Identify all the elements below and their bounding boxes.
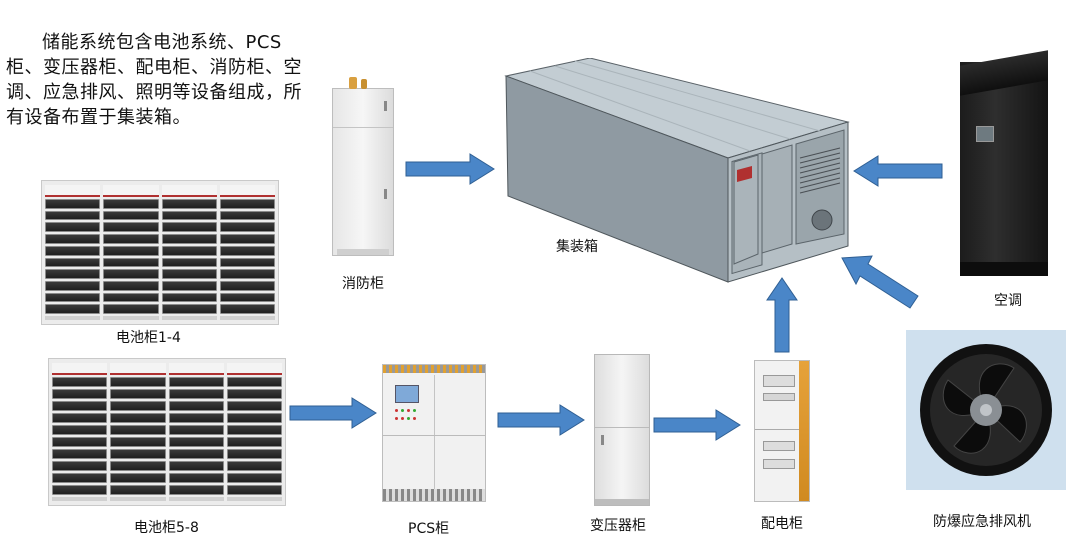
distribution-cabinet-label: 配电柜	[761, 516, 803, 532]
exhaust-fan	[906, 330, 1066, 490]
battery-rack-1-4	[41, 180, 279, 325]
container-label: 集装箱	[556, 239, 598, 255]
arrow-pcs-to-transformer	[497, 404, 585, 436]
fire-cabinet-label: 消防柜	[342, 276, 384, 292]
arrow-fan-to-container	[841, 255, 919, 309]
exhaust-fan-label: 防爆应急排风机	[933, 514, 1031, 530]
arrow-battery-to-pcs	[289, 397, 377, 429]
arrow-fire-to-container	[405, 153, 495, 185]
fire-cabinet	[332, 77, 394, 256]
arrow-ac-to-container	[853, 155, 943, 187]
intro-text: 储能系统包含电池系统、PCS柜、变压器柜、配电柜、消防柜、空调、应急排风、照明等…	[6, 32, 302, 128]
arrow-transformer-to-dist	[653, 409, 741, 441]
transformer-cabinet	[594, 354, 650, 506]
pcs-cabinet	[382, 364, 486, 502]
air-conditioner	[960, 50, 1048, 276]
pcs-cabinet-label: PCS柜	[408, 521, 450, 537]
air-conditioner-label: 空调	[994, 293, 1022, 309]
battery-5-8-label: 电池柜5-8	[134, 520, 199, 536]
arrow-dist-to-container	[766, 277, 798, 353]
transformer-cabinet-label: 变压器柜	[590, 518, 646, 534]
distribution-cabinet	[754, 360, 810, 502]
container	[500, 58, 850, 284]
battery-1-4-label: 电池柜1-4	[116, 330, 181, 346]
battery-rack-5-8	[48, 358, 286, 506]
